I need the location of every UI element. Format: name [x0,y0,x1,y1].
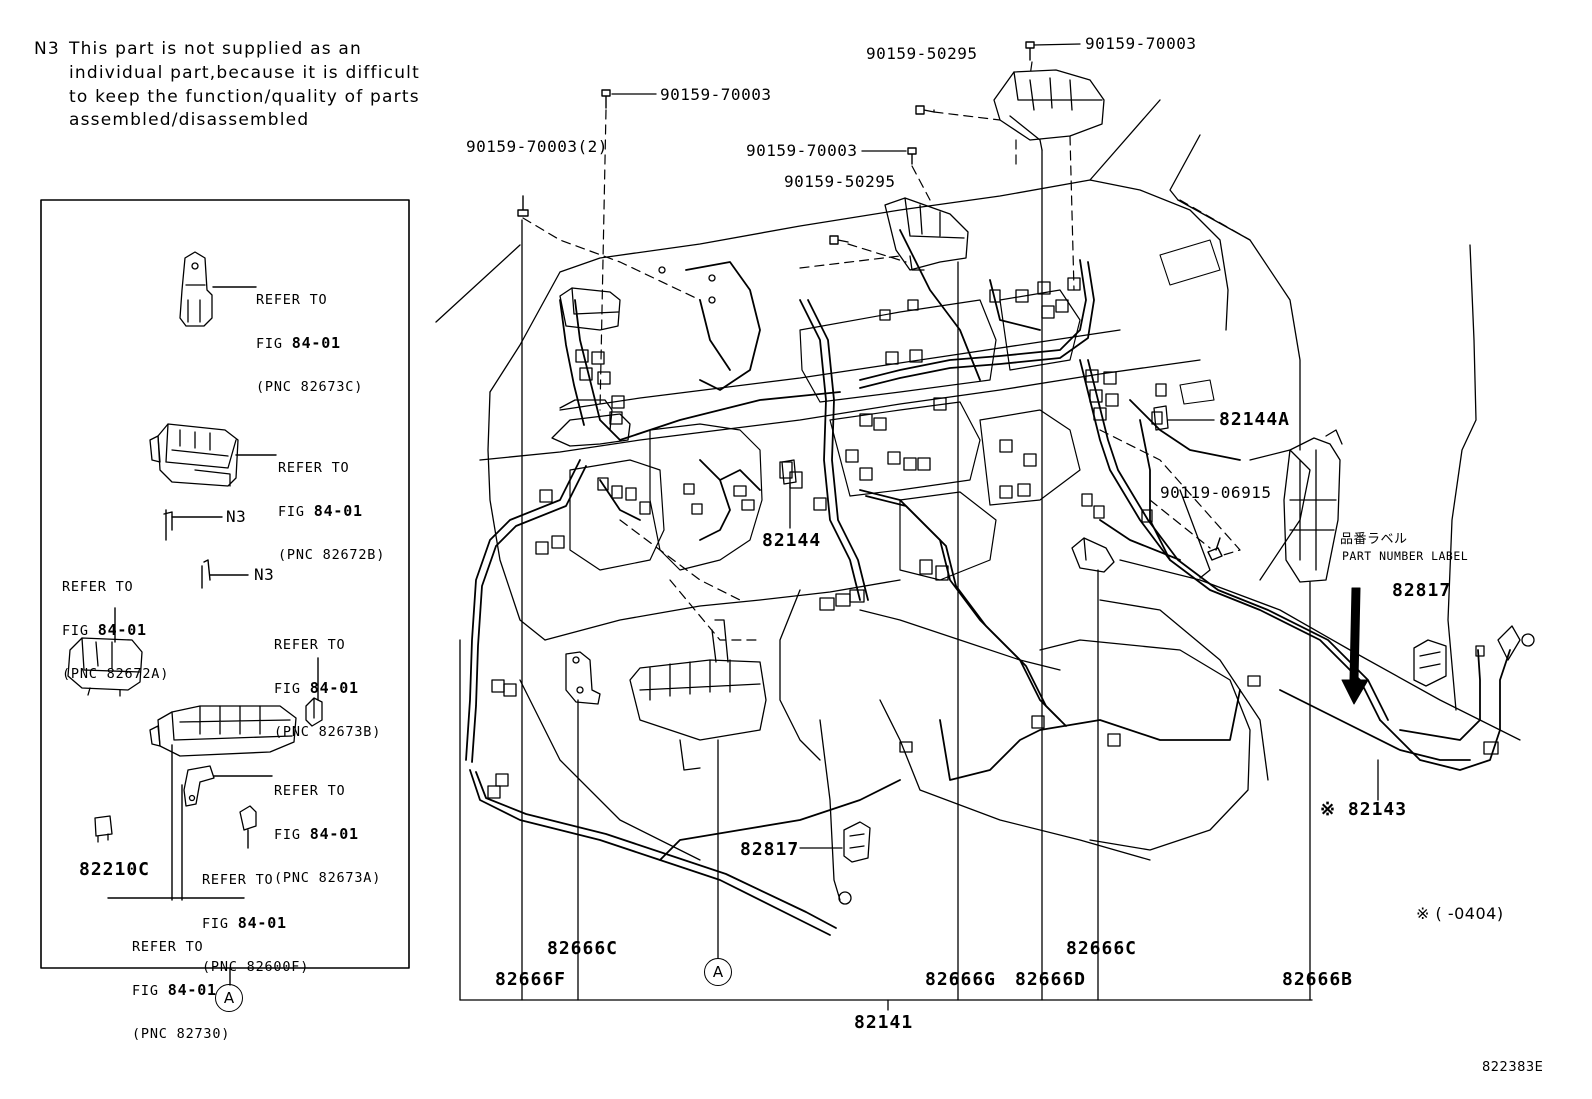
bolt-label-90159-70003-left: 90159-70003 [660,85,772,104]
ecu-bracket-82666B-icon [1283,429,1343,583]
relay-block-82672A-icon [67,637,143,697]
part-label-82817-bottom: 82817 [740,839,800,860]
relay-bracket-icon [179,251,213,327]
bracket-82666C-right-icon [1071,537,1115,573]
harness-connectors [487,266,1535,905]
bracket-82673A-icon [183,765,215,807]
part-label-82144: 82144 [762,530,822,551]
refer-to-82672A: REFER TO FIG 84-01 (PNC 82672A) [62,579,170,682]
jp-label: 品番ラベル [1340,532,1408,547]
part-label-82210C: 82210C [79,859,151,880]
n3-label-2: N3 [254,565,275,584]
callout-a-inset: A [215,984,243,1012]
refer-to-82673B: REFER TO FIG 84-01 (PNC 82673B) [274,637,382,740]
refer-to-82600F: REFER TO FIG 84-01 (PNC 82600F) [202,872,310,975]
bolt-label-90159-70003-2: 90159-70003(2) [466,137,608,156]
n3-label-1: N3 [226,507,247,526]
bolt-label-90159-70003-mid: 90159-70003 [746,141,858,160]
fuse-block-icon [149,705,297,757]
relay-82210C-icon [94,815,113,843]
relay-82144-icon [781,459,797,485]
vehicle-body-outline [435,99,1521,901]
date-note: ※ ( -0404) [1416,904,1504,923]
clip-icon-2 [201,559,211,589]
junction-block-icon [149,423,239,487]
connector-82817-bottom-icon [843,821,871,863]
bolt-icons [517,41,1223,561]
note-code: N3 [34,39,60,59]
connector-82817-right-icon [1413,639,1447,687]
part-label-82666C-left: 82666C [547,938,619,959]
callout-a-main: A [704,958,732,986]
part-number-label-arrow [1341,587,1369,705]
ecu-bracket-mid-icon [884,197,969,271]
instrument-panel-outline [569,289,1081,581]
bolt-label-90159-70003-top: 90159-70003 [1085,34,1197,53]
part-label-82144A: 82144A [1219,409,1291,430]
ecu-bracket-top-icon [993,69,1105,151]
part-label-82666F: 82666F [495,969,567,990]
part-number-label-text: PART NUMBER LABEL [1342,549,1469,563]
part-label-82666B: 82666B [1282,969,1354,990]
refer-to-82673C: REFER TO FIG 84-01 (PNC 82673C) [256,292,364,395]
assembly-dashed-lines [522,61,1251,641]
part-label-82666G: 82666G [925,969,997,990]
part-label-82666C-right: 82666C [1066,938,1138,959]
bolt-label-90159-50295-top: 90159-50295 [866,44,978,63]
inset-82730-leaders [107,744,245,901]
part-label-82143: ※ 82143 [1320,799,1408,820]
refer-to-82672B: REFER TO FIG 84-01 (PNC 82672B) [278,460,386,563]
refer-to-82730: REFER TO FIG 84-01 (PNC 82730) [132,939,231,1042]
part-label-82141: 82141 [854,1012,914,1033]
wire-harness-82141 [465,229,1511,936]
small-connector-82673B-icon [305,697,323,727]
connector-82600F-icon [239,805,257,831]
fuse-box-82666-icon [629,619,767,771]
inset-frame [40,199,410,969]
clip-icon-1 [163,509,173,541]
part-label-82817-right: 82817 [1392,580,1452,601]
relay-block-main-icon [551,287,631,447]
note-text: This part is not supplied as an individu… [69,39,420,131]
bracket-82666C-icon [565,651,601,705]
refer-to-82673A: REFER TO FIG 84-01 (PNC 82673A) [274,783,382,886]
figure-code: 822383E [1482,1060,1544,1075]
part-label-82666D: 82666D [1015,969,1087,990]
relay-82144A-icon [1153,405,1169,431]
bolt-label-90119-06915: 90119-06915 [1160,483,1272,502]
bolt-label-90159-50295-mid: 90159-50295 [784,172,896,191]
leader-lines [459,43,1379,1011]
